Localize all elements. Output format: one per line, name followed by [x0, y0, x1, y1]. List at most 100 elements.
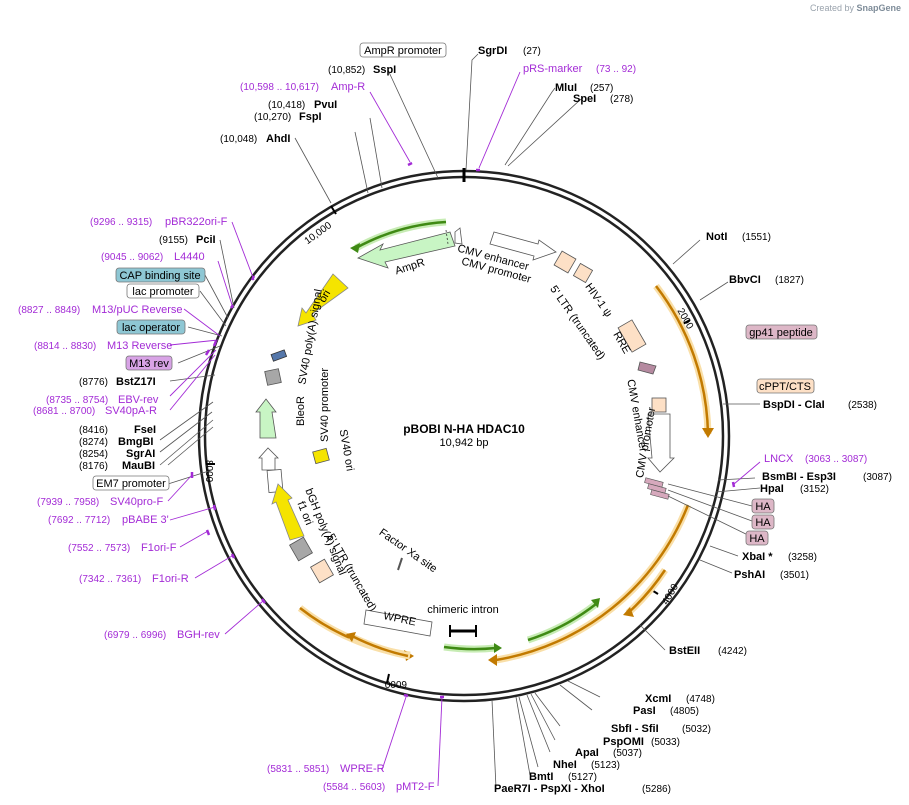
ha-tag-cluster — [644, 477, 670, 500]
ampr-promoter-arrow — [454, 227, 463, 245]
box-gp41-peptide — [745, 324, 818, 340]
box-m13-rev-text: M13 rev — [129, 358, 169, 370]
primer-m13-puc-reverse: M13/pUC Reverse — [92, 304, 182, 316]
primer-m13-reverse-range: (8814 .. 8830) — [34, 341, 96, 352]
primer-prs-marker: pRS-marker — [523, 63, 583, 75]
enzyme-sgrai: SgrAI — [126, 448, 155, 460]
enzyme-sgrdi-pos: (27) — [523, 46, 541, 57]
enzyme-sgrdi: SgrDI — [478, 45, 507, 57]
leader-lines — [159, 53, 761, 789]
primer-mark-lncx — [731, 481, 736, 488]
bleor-label: BleoR — [295, 396, 307, 426]
wpre-block — [363, 609, 433, 637]
primer-mark-pbr322ori-f — [250, 275, 256, 281]
primer-l4440-range: (9045 .. 9062) — [101, 252, 163, 263]
primer-sv40pro-f-range: (7939 .. 7958) — [37, 497, 99, 508]
enzyme-sgrai-pos: (8254) — [79, 449, 108, 460]
box-m13-rev — [125, 355, 173, 371]
primer-m13-reverse: M13 Reverse — [107, 340, 172, 352]
enzyme-bsmbi-esp3i-pos: (3087) — [863, 472, 892, 483]
grey-block-1 — [264, 368, 282, 386]
primer-mark-wpre-r — [403, 693, 409, 698]
primer-mark-amp-r — [407, 161, 413, 167]
box-em7-promoter-text: EM7 promoter — [96, 478, 166, 490]
enzyme-sspi: SspI — [373, 64, 396, 76]
enzyme-mlui: MluI — [555, 82, 577, 94]
primer-leader-lines — [167, 71, 761, 787]
enzyme-ahdi: AhdI — [266, 133, 290, 145]
enzyme-bbvci: BbvCI — [729, 274, 761, 286]
gp41-marker — [637, 361, 657, 375]
primer-mark-f1ori-r — [230, 553, 236, 559]
enzyme-bmgbi-pos: (8274) — [79, 437, 108, 448]
feature-hdac10-arc — [655, 285, 710, 435]
feature-insert-arrowhead — [488, 654, 497, 666]
feature-green-right-arc — [527, 603, 597, 642]
primer-mark-l4440 — [229, 304, 235, 309]
sv40-promoter-label: SV40 promoter — [319, 368, 331, 442]
cppt-block — [651, 397, 667, 413]
box-ha-2-text: HA — [755, 517, 771, 529]
green-feature-arcs — [350, 218, 600, 653]
enzyme-bspdi-clai-pos: (2538) — [848, 400, 877, 411]
primer-pbr322ori-f-range: (9296 .. 9315) — [90, 217, 152, 228]
f1-ori-feature-arrow — [271, 483, 305, 541]
enzyme-bmti-pos: (5127) — [568, 772, 597, 783]
credit-prefix: Created by — [809, 3, 854, 13]
snapgene-credit: Created by SnapGene — [810, 3, 901, 13]
primer-mark-pbabe3 — [212, 504, 217, 511]
box-ha-2 — [751, 514, 775, 530]
primer-pmt2-f: pMT2-F — [396, 781, 435, 793]
tick-6000 — [386, 673, 390, 684]
grey-block-2 — [289, 536, 313, 562]
enzyme-apai-pos: (5037) — [613, 748, 642, 759]
enzyme-paer7i-pspxi-xhoi: PaeR7I - PspXI - XhoI — [494, 783, 605, 795]
box-ha-3 — [745, 530, 769, 546]
primer-lncx: LNCX — [764, 453, 794, 465]
enzyme-pspomi-pos: (5033) — [651, 737, 680, 748]
enzyme-maubi-pos: (8176) — [79, 461, 108, 472]
sv40-ori-block — [312, 447, 330, 465]
enzyme-bspdi-clai: BspDI - ClaI — [763, 399, 825, 411]
feature-mid-bottom-arrowhead — [346, 632, 356, 642]
tick-label-4000: 4000 — [660, 582, 681, 607]
hiv-psi-block — [572, 262, 594, 284]
enzyme-pcii-pos: (9155) — [159, 235, 188, 246]
primer-mark-bgh-rev — [261, 598, 266, 604]
primer-lncx-range: (3063 .. 3087) — [805, 454, 867, 465]
primer-wpre-r: WPRE-R — [340, 763, 385, 775]
primer-pbr322ori-f: pBR322ori-F — [165, 216, 228, 228]
enzyme-sspi-pos: (10,852) — [328, 65, 365, 76]
tick-label-6000: 6000 — [384, 678, 407, 689]
enzyme-nhei-pos: (5123) — [591, 760, 620, 771]
cmv-enhancer-arrow-right — [647, 413, 675, 473]
box-lac-operator — [116, 319, 186, 335]
enzyme-xbai-pos: (3258) — [788, 552, 817, 563]
enzyme-noti-pos: (1551) — [742, 232, 771, 243]
enzyme-maubi: MauBI — [122, 460, 155, 472]
enzyme-hpai-pos: (3152) — [800, 484, 829, 495]
enzyme-fsei: FseI — [134, 424, 156, 436]
primer-f1ori-r-range: (7342 .. 7361) — [79, 574, 141, 585]
chimeric-intron-label: chimeric intron — [427, 604, 499, 616]
enzyme-pvui: PvuI — [314, 99, 337, 111]
enzyme-bmgbi: BmgBI — [118, 436, 153, 448]
enzyme-bmti: BmtI — [529, 771, 553, 783]
box-cppt-cts — [756, 378, 815, 394]
feature-green-top-arc — [355, 220, 447, 250]
primer-sv40pro-f: SV40pro-F — [110, 496, 163, 508]
primer-mark-m13-puc-rev — [212, 340, 218, 347]
box-ampr-promoter-text: AmpR promoter — [364, 45, 442, 57]
enzyme-sbfi-sfii: SbfI - SfiI — [611, 723, 659, 735]
tick-label-10000: 10,000 — [303, 220, 335, 247]
plasmid-name: pBOBI N-HA HDAC10 — [403, 422, 525, 436]
box-em7-promoter — [92, 475, 170, 491]
ltr-truncated-block-left — [310, 558, 334, 584]
primer-amp-r-range: (10,598 .. 10,617) — [240, 82, 319, 93]
enzyme-fspi-pos: (10,270) — [254, 112, 291, 123]
enzyme-apai: ApaI — [575, 747, 599, 759]
box-ha-3-text: HA — [749, 533, 765, 545]
enzyme-pcii: PciI — [196, 234, 216, 246]
factor-xa-mark — [397, 557, 403, 571]
enzyme-fspi: FspI — [299, 111, 322, 123]
